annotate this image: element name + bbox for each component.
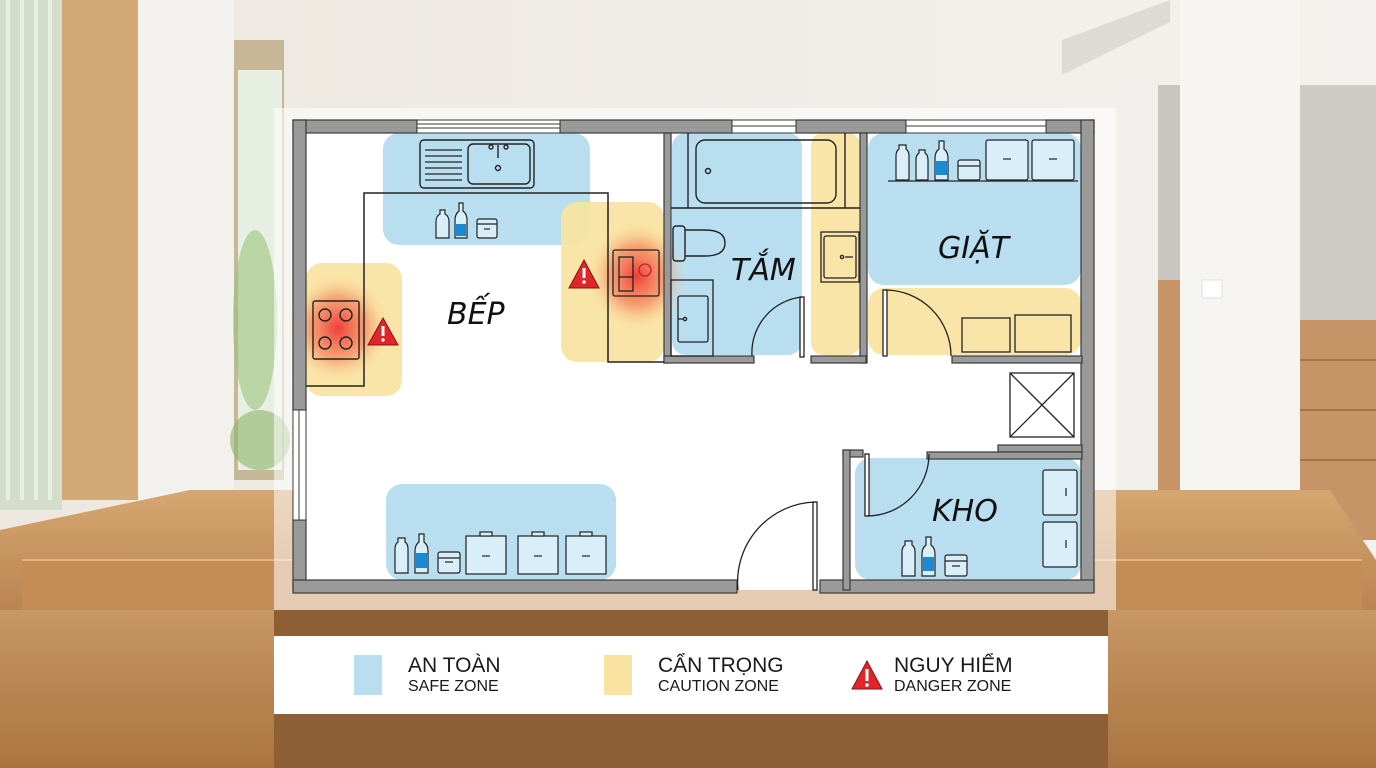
room-label-storage: KHO bbox=[932, 494, 998, 529]
bathroom-sink-icon bbox=[670, 279, 714, 357]
legend-caution-label: CẨN TRỌNG bbox=[658, 653, 784, 677]
legend-item-safe: AN TOÀN SAFE ZONE bbox=[354, 654, 604, 697]
vanity-sink-icon bbox=[820, 231, 860, 283]
washer-dryer-icon bbox=[961, 314, 1072, 353]
legend-caution-sublabel: CAUTION ZONE bbox=[658, 677, 779, 695]
bathroom-safe-zone bbox=[672, 133, 802, 355]
storage-door-icon bbox=[864, 453, 930, 517]
hall-storage-items-icon bbox=[394, 531, 607, 575]
service-shaft-icon bbox=[1009, 372, 1075, 438]
legend-danger-label: NGUY HIỂM bbox=[894, 653, 1013, 677]
caution-swatch-icon bbox=[604, 655, 632, 695]
legend-item-danger: NGUY HIỂM DANGER ZONE bbox=[851, 653, 1104, 697]
entrance-door-icon bbox=[736, 501, 818, 591]
legend-safe-label: AN TOÀN bbox=[408, 653, 501, 677]
microwave-heat-glow bbox=[587, 221, 687, 331]
room-label-kitchen: BẾP bbox=[447, 293, 506, 332]
storage-bottles-icon bbox=[901, 536, 968, 577]
safe-swatch-icon bbox=[354, 655, 382, 695]
windows bbox=[292, 119, 1047, 521]
bathtub-icon bbox=[671, 133, 860, 209]
legend-danger-sublabel: DANGER ZONE bbox=[894, 677, 1012, 695]
warning-triangle-icon bbox=[367, 316, 399, 346]
legend: AN TOÀN SAFE ZONE CẨN TRỌNG CAUTION ZONE… bbox=[274, 636, 1108, 714]
room-label-bathroom: TẮM bbox=[731, 248, 796, 288]
legend-item-caution: CẨN TRỌNG CAUTION ZONE bbox=[604, 654, 854, 697]
kitchen-counter bbox=[306, 192, 664, 387]
bathroom-vanity-caution-zone bbox=[811, 133, 860, 355]
storage-cabinets-icon bbox=[1042, 469, 1078, 568]
warning-triangle-icon bbox=[568, 258, 600, 289]
kitchen-bottles-icon bbox=[435, 202, 498, 239]
room-label-laundry: GIẶT bbox=[938, 230, 1012, 266]
microwave-icon bbox=[612, 249, 660, 297]
warning-triangle-icon bbox=[851, 659, 883, 690]
bathroom-door-icon bbox=[751, 296, 805, 358]
kitchen-sink-icon bbox=[419, 139, 535, 189]
laundry-caution-zone bbox=[868, 288, 1081, 355]
kitchen-sink-safe-zone bbox=[383, 133, 590, 245]
stove-icon bbox=[312, 300, 360, 360]
laundry-shelf-icon bbox=[888, 139, 1078, 182]
toilet-icon bbox=[672, 225, 726, 262]
laundry-door-icon bbox=[882, 289, 952, 357]
legend-safe-sublabel: SAFE ZONE bbox=[408, 677, 499, 695]
